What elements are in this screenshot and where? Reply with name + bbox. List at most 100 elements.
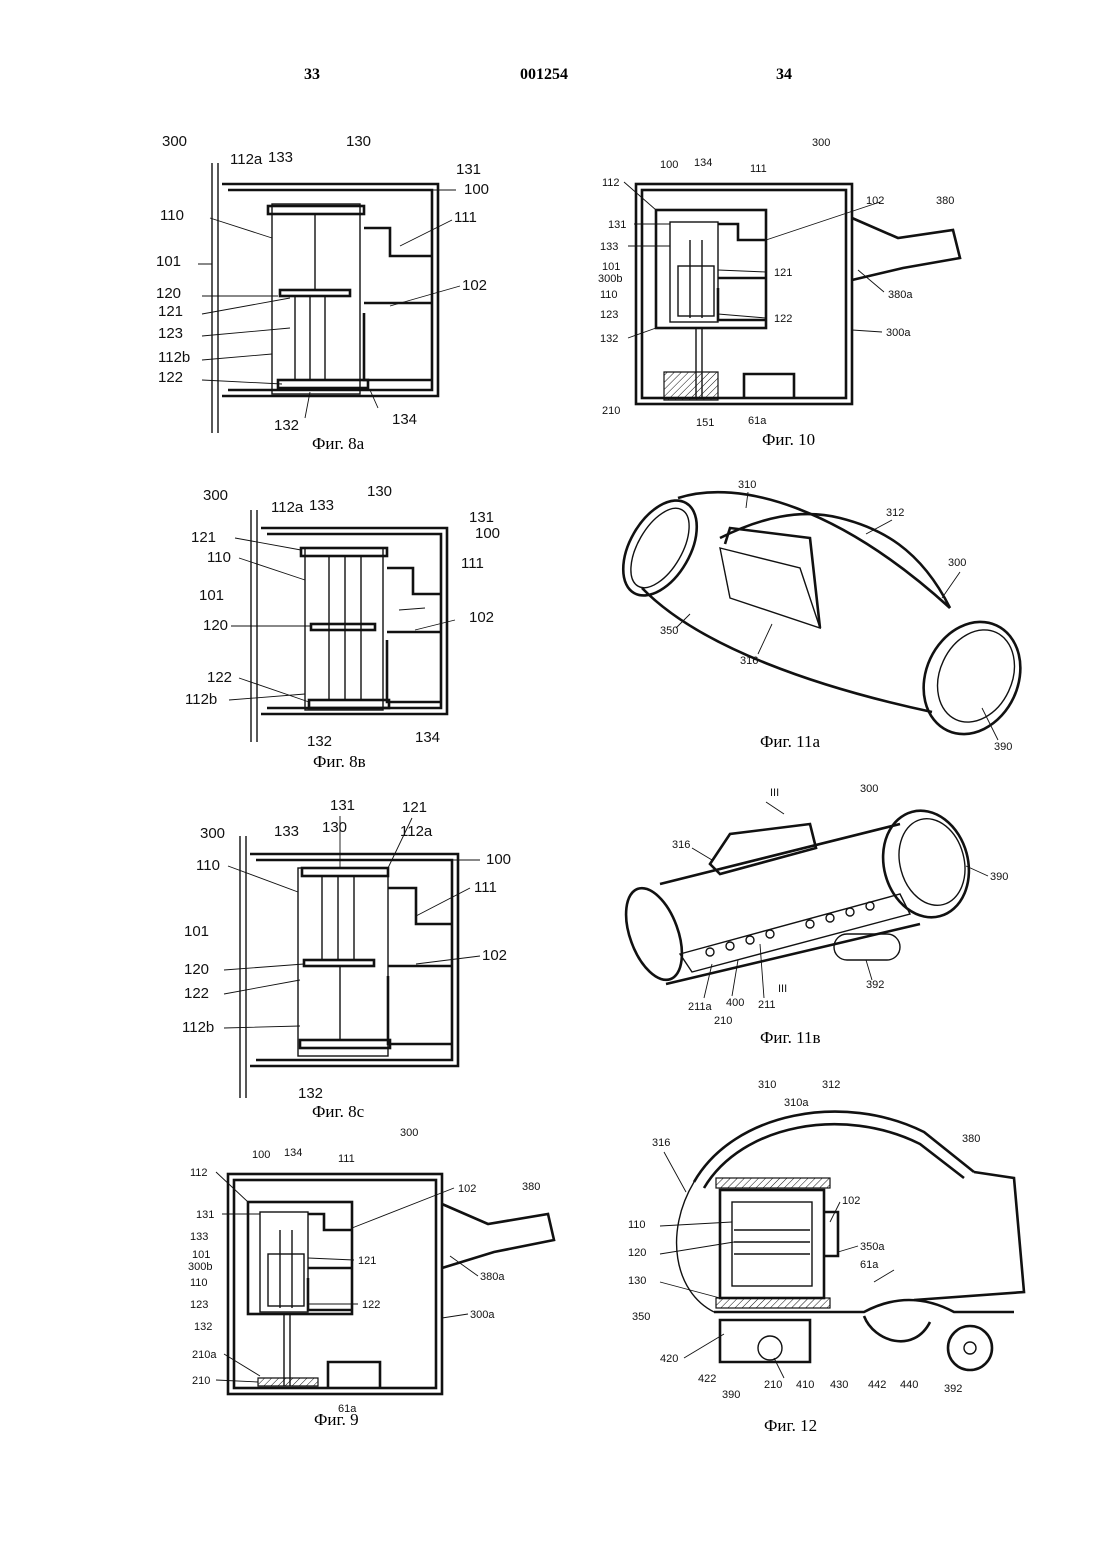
label-380a: 380a bbox=[480, 1271, 505, 1283]
label-210: 210 bbox=[602, 405, 620, 417]
label-100: 100 bbox=[486, 851, 511, 868]
label-390: 390 bbox=[994, 741, 1012, 753]
label-121: 121 bbox=[358, 1255, 376, 1267]
label-442: 442 bbox=[868, 1379, 886, 1391]
label-210: 210 bbox=[192, 1375, 210, 1387]
label-151: 151 bbox=[696, 417, 714, 429]
label-102: 102 bbox=[469, 609, 494, 626]
caption-fig-12: Фиг. 12 bbox=[764, 1416, 817, 1436]
label-120: 120 bbox=[156, 285, 181, 302]
label-112a: 112a bbox=[230, 151, 263, 168]
label-133: 133 bbox=[600, 241, 618, 253]
label-100: 100 bbox=[252, 1149, 270, 1161]
label-132: 132 bbox=[307, 733, 332, 750]
figure-9: 300 112 100 134 111 102 380 131 133 101 … bbox=[188, 1122, 568, 1412]
label-121: 121 bbox=[774, 267, 792, 279]
label-111: 111 bbox=[474, 879, 497, 896]
label-130: 130 bbox=[628, 1275, 646, 1287]
label-430: 430 bbox=[830, 1379, 848, 1391]
caption-fig-10: Фиг. 10 bbox=[762, 430, 815, 450]
label-112a: 112a bbox=[400, 823, 433, 840]
label-130: 130 bbox=[367, 483, 392, 500]
caption-fig-8a: Фиг. 8а bbox=[312, 434, 364, 454]
label-211: 211 bbox=[758, 999, 776, 1011]
label-110: 110 bbox=[207, 549, 231, 566]
label-210: 210 bbox=[714, 1015, 732, 1027]
label-III-top: III bbox=[770, 787, 779, 799]
label-112b: 112b bbox=[185, 691, 217, 708]
label-380a: 380a bbox=[888, 289, 913, 301]
label-131: 131 bbox=[196, 1209, 214, 1221]
label-111: 111 bbox=[338, 1153, 355, 1165]
label-101: 101 bbox=[156, 253, 181, 270]
left-page-number: 33 bbox=[304, 66, 320, 84]
figure-8a: 300 112a 133 130 131 100 110 111 101 120… bbox=[150, 128, 510, 438]
label-400: 400 bbox=[726, 997, 744, 1009]
label-101: 101 bbox=[602, 261, 620, 273]
label-316: 316 bbox=[652, 1137, 670, 1149]
label-300: 300 bbox=[400, 1127, 418, 1139]
label-61a: 61a bbox=[860, 1259, 879, 1271]
label-134: 134 bbox=[392, 411, 417, 428]
label-300: 300 bbox=[200, 825, 225, 842]
label-131: 131 bbox=[608, 219, 626, 231]
label-312: 312 bbox=[822, 1079, 840, 1091]
label-112a: 112a bbox=[271, 499, 304, 516]
label-121: 121 bbox=[402, 799, 427, 816]
label-422: 422 bbox=[698, 1373, 716, 1385]
label-316: 316 bbox=[672, 839, 690, 851]
label-112: 112 bbox=[190, 1167, 208, 1179]
right-page-number: 34 bbox=[776, 66, 792, 84]
label-123: 123 bbox=[158, 325, 183, 342]
figure-8c: 131 121 300 133 130 112a 100 110 111 101… bbox=[180, 796, 530, 1106]
label-101: 101 bbox=[184, 923, 209, 940]
label-123: 123 bbox=[190, 1299, 208, 1311]
figure-10: 300 100 134 112 111 102 380 131 133 101 … bbox=[598, 130, 1018, 430]
label-132: 132 bbox=[600, 333, 618, 345]
label-310: 310 bbox=[758, 1079, 776, 1091]
document-number: 001254 bbox=[520, 66, 568, 84]
label-316: 316 bbox=[740, 655, 758, 667]
label-133: 133 bbox=[190, 1231, 208, 1243]
caption-fig-8c: Фиг. 8с bbox=[312, 1102, 364, 1122]
label-210: 210 bbox=[764, 1379, 782, 1391]
label-440: 440 bbox=[900, 1379, 918, 1391]
label-123: 123 bbox=[600, 309, 618, 321]
label-120: 120 bbox=[203, 617, 228, 634]
label-110: 110 bbox=[600, 289, 618, 301]
label-101: 101 bbox=[199, 587, 224, 604]
label-133: 133 bbox=[268, 149, 293, 166]
figure-11b: III 300 316 390 211a 210 400 211 III 392… bbox=[620, 784, 1040, 1024]
label-132: 132 bbox=[298, 1085, 323, 1102]
label-110: 110 bbox=[160, 207, 184, 224]
label-420: 420 bbox=[660, 1353, 678, 1365]
label-300: 300 bbox=[812, 137, 830, 149]
label-300: 300 bbox=[860, 783, 878, 795]
label-110: 110 bbox=[190, 1277, 208, 1289]
label-120: 120 bbox=[628, 1247, 646, 1259]
label-300a: 300a bbox=[886, 327, 911, 339]
label-350a: 350a bbox=[860, 1241, 885, 1253]
label-211a: 211a bbox=[688, 1001, 713, 1013]
label-102: 102 bbox=[482, 947, 507, 964]
label-300b: 300b bbox=[598, 273, 622, 285]
label-110: 110 bbox=[196, 857, 220, 874]
label-110: 110 bbox=[628, 1219, 646, 1231]
label-100: 100 bbox=[475, 525, 500, 542]
label-312: 312 bbox=[886, 507, 904, 519]
label-101: 101 bbox=[192, 1249, 210, 1261]
label-133: 133 bbox=[274, 823, 299, 840]
label-350: 350 bbox=[660, 625, 678, 637]
label-122: 122 bbox=[207, 669, 232, 686]
label-61a: 61a bbox=[748, 415, 767, 427]
label-121: 121 bbox=[191, 529, 216, 546]
label-130: 130 bbox=[346, 133, 371, 150]
label-111: 111 bbox=[750, 163, 767, 175]
label-132: 132 bbox=[194, 1321, 212, 1333]
label-300: 300 bbox=[203, 487, 228, 504]
label-134: 134 bbox=[694, 157, 712, 169]
label-310: 310 bbox=[738, 479, 756, 491]
label-392: 392 bbox=[866, 979, 884, 991]
caption-fig-11b: Фиг. 11в bbox=[760, 1028, 820, 1048]
label-122: 122 bbox=[184, 985, 209, 1002]
